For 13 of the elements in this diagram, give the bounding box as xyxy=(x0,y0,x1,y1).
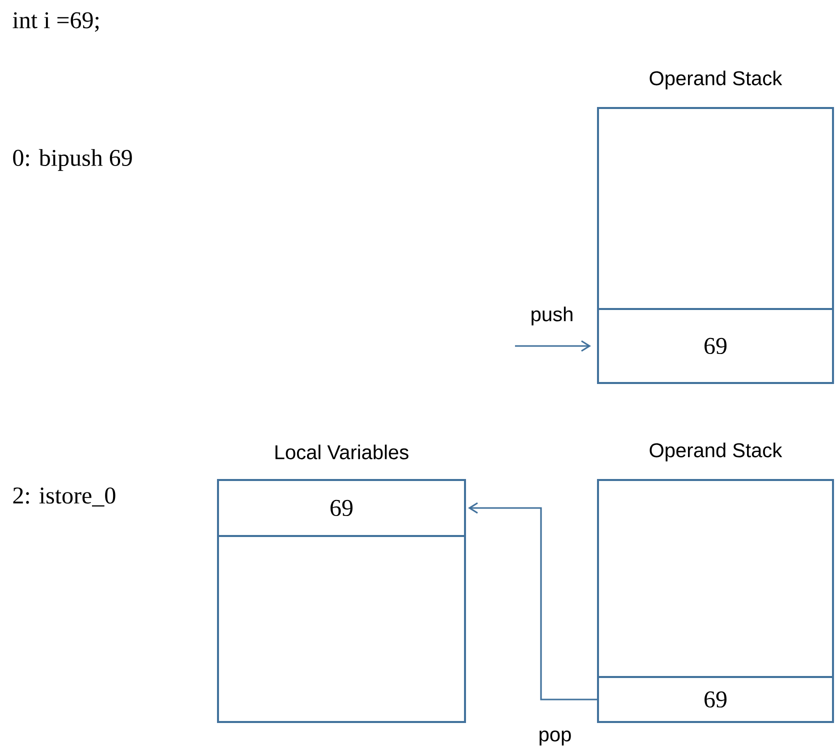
stack-cell: 69 xyxy=(217,479,466,537)
stack-cell: 69 xyxy=(597,676,834,723)
code-line: 2: istore_0 xyxy=(13,487,116,507)
code-line: int i =69; xyxy=(12,12,99,32)
arrow xyxy=(515,340,591,352)
box-heading: Operand Stack xyxy=(650,442,782,462)
edge-label: pop xyxy=(537,730,573,746)
box-heading: Local Variables xyxy=(276,444,408,460)
stack-cell: 69 xyxy=(597,308,834,384)
arrow xyxy=(468,502,597,700)
edge-label: push xyxy=(529,306,575,326)
box-heading: Operand Stack xyxy=(650,70,782,90)
code-line: 0: bipush 69 xyxy=(13,149,132,171)
